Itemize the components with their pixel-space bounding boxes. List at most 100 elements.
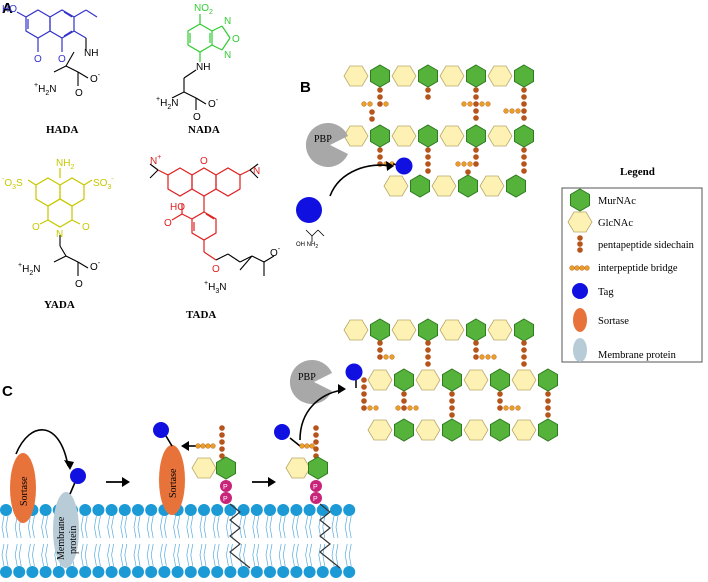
- glycan-row-b1: [343, 64, 534, 88]
- legend-title: Legend: [620, 166, 655, 178]
- lipid-tail: [84, 543, 88, 567]
- lipid-head: [118, 504, 131, 516]
- lipid-tail: [239, 515, 242, 539]
- arrow-b: [329, 164, 393, 197]
- hada-amine: +H2N: [34, 82, 56, 97]
- lipid-head: [158, 566, 171, 578]
- tag-c-step3: [274, 424, 290, 440]
- lipid-tail: [32, 515, 35, 539]
- hada-nh: NH: [84, 48, 98, 59]
- lipid-head: [237, 504, 250, 516]
- lipid-tail: [216, 543, 220, 567]
- lipid-tail: [84, 515, 88, 539]
- panel-label-b: B: [300, 79, 311, 96]
- yada-amine: +H2N: [18, 262, 40, 277]
- hada-structure: HO O O NH +H2N O O- HADA: [2, 4, 101, 136]
- cell-wall-b: [343, 64, 534, 198]
- lipid-tail: [199, 515, 203, 539]
- lipid-head: [39, 504, 52, 516]
- lipid-head: [132, 504, 144, 516]
- lipid-tail: [173, 515, 176, 539]
- lipid-tail: [282, 543, 286, 567]
- lipid-head: [303, 566, 316, 578]
- lipid-tail: [212, 515, 216, 539]
- lipid-tail: [5, 543, 9, 567]
- lipid-tail: [164, 543, 167, 567]
- svg-text:interpeptide bridge: interpeptide bridge: [598, 263, 678, 274]
- tag-b-free: [296, 197, 322, 223]
- lipid-head: [52, 566, 65, 578]
- nada-o4: O-: [208, 97, 219, 110]
- tada-o4: O-: [270, 246, 281, 259]
- panel-label-c: C: [2, 383, 13, 400]
- lipid-tail: [1, 543, 5, 567]
- svg-text:Membrane protein: Membrane protein: [598, 350, 677, 361]
- lipid-tail: [190, 515, 194, 539]
- lipid-head: [39, 566, 52, 578]
- lipid-tail: [160, 543, 163, 567]
- lipid-tail: [239, 543, 242, 567]
- hada-o4: O-: [90, 72, 101, 85]
- lipid-tail: [203, 515, 207, 539]
- lipid-head: [250, 504, 263, 516]
- glycan-row-c2: [367, 368, 558, 392]
- lipid-tail: [160, 515, 163, 539]
- lipid-tail: [252, 515, 256, 539]
- lipid-head: [145, 504, 158, 516]
- yada-so3-right: SO3-: [93, 176, 114, 191]
- tada-n-right: N: [253, 166, 260, 177]
- legend-box: Legend MurNAc GlcNAc pentapeptide sidech…: [561, 166, 703, 363]
- lipid-tail: [80, 515, 84, 539]
- lipid-tail: [14, 515, 18, 539]
- lipid-tail: [305, 515, 308, 539]
- svg-text:Sortase: Sortase: [598, 316, 629, 327]
- lipid-tail: [107, 515, 110, 539]
- nada-structure: NO2 N O N NH +H2N O O- NADA: [156, 3, 240, 136]
- lipid-head: [184, 504, 197, 516]
- lipid-tail: [216, 515, 220, 539]
- hada-o3: O: [75, 88, 83, 99]
- lipid-tail: [150, 543, 154, 567]
- legend-item-murnac: MurNAc: [570, 188, 636, 212]
- lipid-tail: [305, 543, 308, 567]
- lipid-tail: [344, 515, 348, 539]
- svg-text:P: P: [223, 496, 228, 503]
- arrow-c2-head: [181, 441, 189, 451]
- yada-o2: O: [82, 222, 90, 233]
- tag-c-step1: [70, 468, 86, 484]
- lipid-head: [211, 566, 224, 578]
- lipid-head: [118, 566, 131, 578]
- lipid-tail: [137, 543, 141, 567]
- lipid-head: [26, 566, 39, 578]
- lipid-head: [277, 504, 290, 516]
- lipid-bilayer: [0, 504, 356, 578]
- lipid-tail: [278, 543, 282, 567]
- lipid-tail: [14, 543, 18, 567]
- hada-ho: HO: [2, 4, 17, 15]
- pbp-enzyme-c: PBP: [289, 360, 332, 405]
- nada-no2: NO2: [194, 3, 213, 16]
- lipid-tail: [309, 543, 312, 567]
- lipid-tail: [18, 543, 22, 567]
- lipid-head: [330, 504, 342, 516]
- amino-acid-structure: [305, 229, 325, 242]
- lipid-head: [0, 566, 12, 578]
- lipid-tail: [230, 543, 233, 567]
- lipid-tail: [318, 543, 322, 567]
- tada-ho: HO: [170, 202, 185, 213]
- lipid-tail: [120, 515, 124, 539]
- nada-o: O: [232, 34, 240, 45]
- lipid-head: [277, 566, 290, 578]
- yada-o1: O: [32, 222, 40, 233]
- nada-n2: N: [224, 50, 231, 61]
- lipid-head: [171, 566, 184, 578]
- lipid-head: [290, 566, 303, 578]
- lipid-tail: [252, 543, 256, 567]
- yada-so3-left: -O3S: [2, 176, 23, 191]
- svg-text:P: P: [223, 484, 228, 491]
- lipid-head: [132, 566, 144, 578]
- lipid-tail: [107, 543, 110, 567]
- lipid-tail: [45, 543, 48, 567]
- lipid-head: [264, 504, 276, 516]
- lipid-head: [79, 504, 92, 516]
